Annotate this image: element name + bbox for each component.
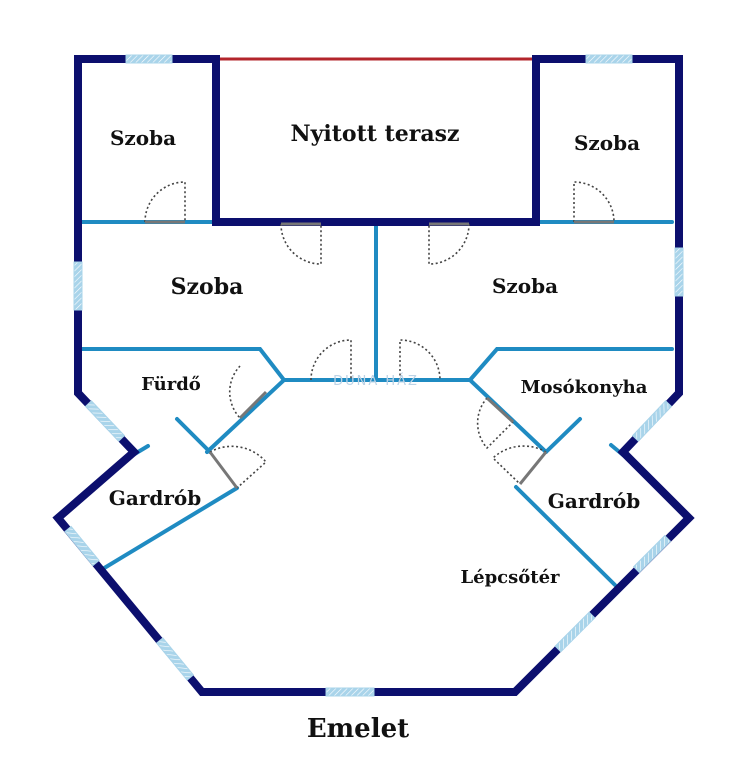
door-top-left-room xyxy=(144,181,186,224)
room-labels: Szoba Nyitott terasz Szoba Szoba Szoba F… xyxy=(109,121,648,588)
label-furdo: Fürdő xyxy=(141,374,201,395)
inner-walls xyxy=(78,220,674,587)
label-mosokonyha: Mosókonyha xyxy=(521,377,648,398)
door-right-wardrobe xyxy=(491,445,548,485)
window-lower-right-2 xyxy=(554,611,596,653)
label-szoba-top-right: Szoba xyxy=(574,131,640,155)
wall-bath-diagonal xyxy=(205,378,286,454)
window-lower-right-1 xyxy=(632,534,672,574)
label-szoba-mid-left: Szoba xyxy=(171,274,244,300)
window-right xyxy=(674,247,684,297)
door-hall-to-left-room xyxy=(310,339,352,381)
door-top-right-room xyxy=(573,181,615,224)
wall-bath-top xyxy=(78,347,286,382)
window-laundry-diagonal xyxy=(631,400,673,442)
watermark: DUNA HÁZ xyxy=(333,373,419,389)
window-lower-left-2 xyxy=(155,637,195,681)
label-szoba-top-left: Szoba xyxy=(110,126,176,150)
wall-left-wardrobe-diagonal xyxy=(99,486,239,572)
window-top-left xyxy=(125,54,173,64)
door-bathroom xyxy=(228,365,268,420)
label-szoba-mid-right: Szoba xyxy=(492,274,558,298)
door-laundry xyxy=(476,396,515,450)
window-bath-diagonal xyxy=(84,400,126,442)
label-lepcsoter: Lépcsőtér xyxy=(460,567,560,588)
window-left xyxy=(73,261,83,311)
door-left-wardrobe xyxy=(208,445,268,489)
label-terrace: Nyitott terasz xyxy=(291,121,460,147)
window-bottom xyxy=(325,687,375,697)
windows xyxy=(64,54,684,697)
floor-title: Emelet xyxy=(307,714,409,744)
window-top-right xyxy=(585,54,633,64)
wall-laundry-stub xyxy=(544,417,582,454)
door-mid-right-room xyxy=(428,222,470,265)
terrace-wall xyxy=(212,55,540,226)
door-hall-to-right-room xyxy=(399,339,441,381)
label-gardrob-left: Gardrób xyxy=(109,486,201,510)
wall-laundry-top xyxy=(468,347,674,382)
doors xyxy=(144,181,615,489)
wall-right-wardrobe-diagonal xyxy=(514,485,617,587)
door-mid-left-room xyxy=(280,222,322,265)
window-lower-left-1 xyxy=(64,525,100,567)
wall-bath-stub xyxy=(175,417,212,454)
label-gardrob-right: Gardrób xyxy=(548,489,640,513)
